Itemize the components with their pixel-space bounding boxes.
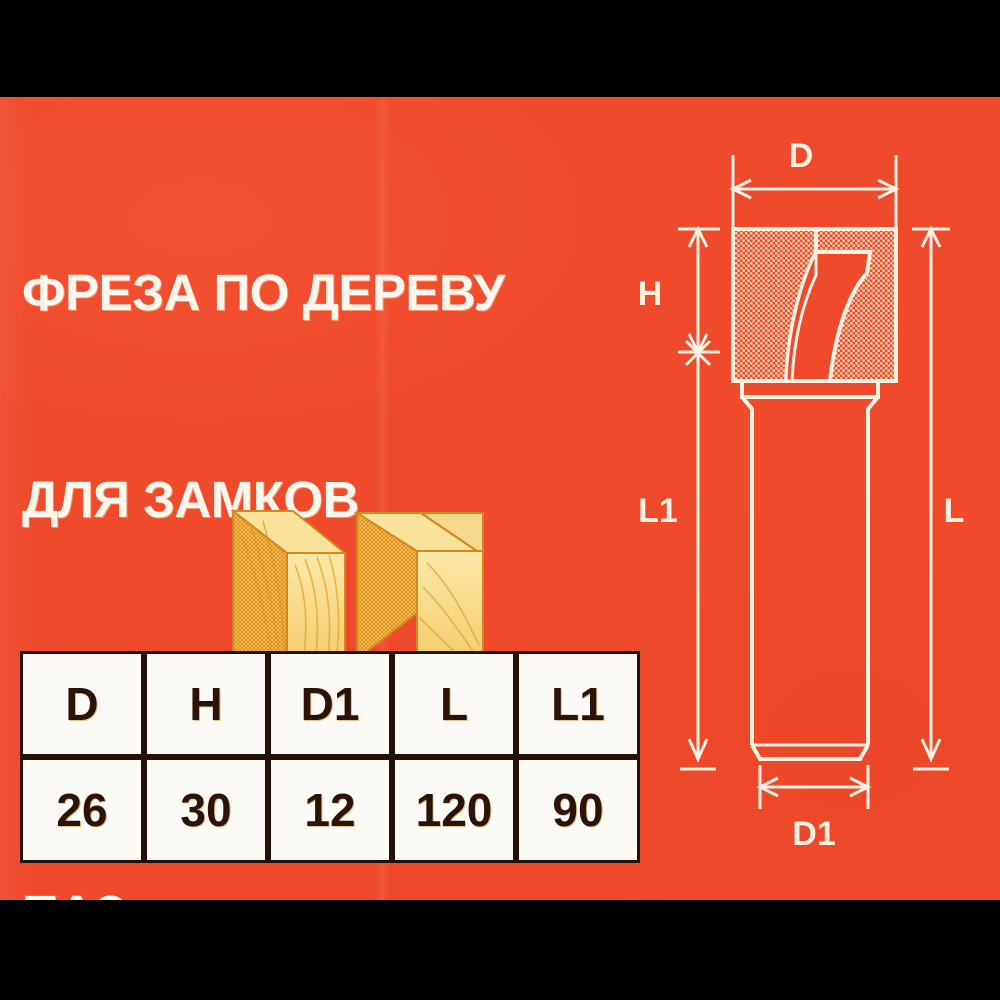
dim-label-l: L <box>944 492 965 530</box>
dim-label-l1: L1 <box>638 492 678 530</box>
table-value-l1: 90 <box>516 757 640 863</box>
router-bit-icon: D H L1 L D1 <box>620 97 1000 900</box>
dim-label-d1: D1 <box>792 815 835 853</box>
table-value-l: 120 <box>392 757 516 863</box>
dim-label-d: D <box>789 137 814 175</box>
spec-table: D H D1 L L1 26 30 12 120 90 <box>20 651 640 863</box>
table-header-d1: D1 <box>268 651 392 757</box>
red-label-panel: ФРЕЗА ПО ДЕРЕВУ ДЛЯ ЗАМКОВ Т-ОБРАЗНЫЙ ПА… <box>0 97 1000 900</box>
table-value-h: 30 <box>144 757 268 863</box>
headline-line-1: ФРЕЗА ПО ДЕРЕВУ <box>22 264 505 321</box>
table-value-d1: 12 <box>268 757 392 863</box>
table-value-row: 26 30 12 120 90 <box>20 757 640 863</box>
table-value-d: 26 <box>20 757 144 863</box>
top-black-band <box>0 0 1000 97</box>
table-header-l1: L1 <box>516 651 640 757</box>
table-header-l: L <box>392 651 516 757</box>
table-header-d: D <box>20 651 144 757</box>
headline-line-4: ПАЗ <box>22 879 682 900</box>
table-header-h: H <box>144 651 268 757</box>
bottom-black-band <box>0 900 1000 1000</box>
dim-label-h: H <box>638 275 663 313</box>
table-header-row: D H D1 L L1 <box>20 651 640 757</box>
